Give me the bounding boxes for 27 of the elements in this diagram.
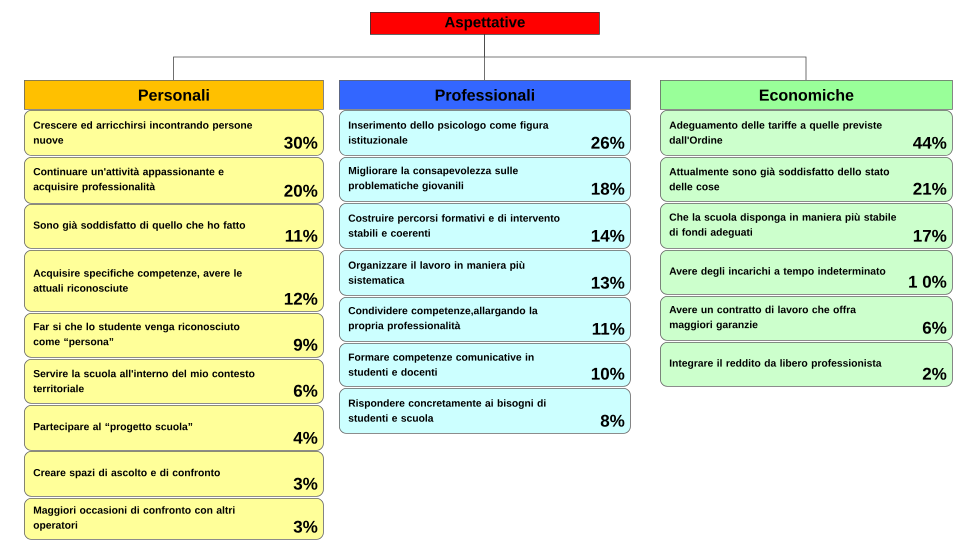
item-box: Inserimento dello psicologo come figura istituzionale 26% <box>339 110 631 156</box>
item-box: Condividere competenze,allargando la propria professionalità 11% <box>339 297 631 342</box>
item-box: Far si che lo studente venga riconosciuto come “persona” 9% <box>24 313 324 358</box>
item-box: Integrare il reddito da libero professionista 2% <box>660 342 953 387</box>
item-box: Partecipare al “progetto scuola” 4% <box>24 405 324 451</box>
category-header: Professionali <box>339 80 631 110</box>
item-box: Avere degli incarichi a tempo indeterminato 1 0% <box>660 250 953 295</box>
item-box: Continuare un'attività appassionante e acquisire professionalità 20% <box>24 157 324 204</box>
item-box: Migliorare la consapevolezza sulle problematiche giovanili 18% <box>339 157 631 202</box>
item-box: Sono già soddisfatto di quello che ho fatto 11% <box>24 204 324 249</box>
item-box: Che la scuola disponga in maniera più stabile di fondi adeguati 17% <box>660 203 953 249</box>
item-box: Formare competenze comunicative in studenti e docenti 10% <box>339 343 631 387</box>
category-header: Personali <box>24 80 324 110</box>
item-box: Rispondere concretamente ai bisogni di studenti e scuola 8% <box>339 388 631 434</box>
item-box: Attualmente sono già soddisfatto dello stato delle cose 21% <box>660 157 953 202</box>
item-box: Costruire percorsi formativi e di intervento stabili e coerenti 14% <box>339 203 631 249</box>
connector-line <box>484 34 806 80</box>
item-box: Acquisire specifiche competenze, avere le attuali riconosciute 12% <box>24 250 324 312</box>
item-box: Maggiori occasioni di confronto con altri operatori 3% <box>24 498 324 540</box>
item-box: Avere un contratto di lavoro che offra maggiori garanzie 6% <box>660 296 953 341</box>
item-box: Adeguamento delle tariffe a quelle previste dall'Ordine 44% <box>660 110 953 156</box>
item-box: Crescere ed arricchirsi incontrando persone nuove 30% <box>24 110 324 156</box>
item-box: Organizzare il lavoro in maniera più sistematica 13% <box>339 250 631 296</box>
category-header: Economiche <box>660 80 953 110</box>
item-box: Creare spazi di ascolto e di confronto 3% <box>24 451 324 497</box>
title-box: Aspettative <box>370 12 600 35</box>
item-box: Servire la scuola all'interno del mio contesto territoriale 6% <box>24 359 324 404</box>
